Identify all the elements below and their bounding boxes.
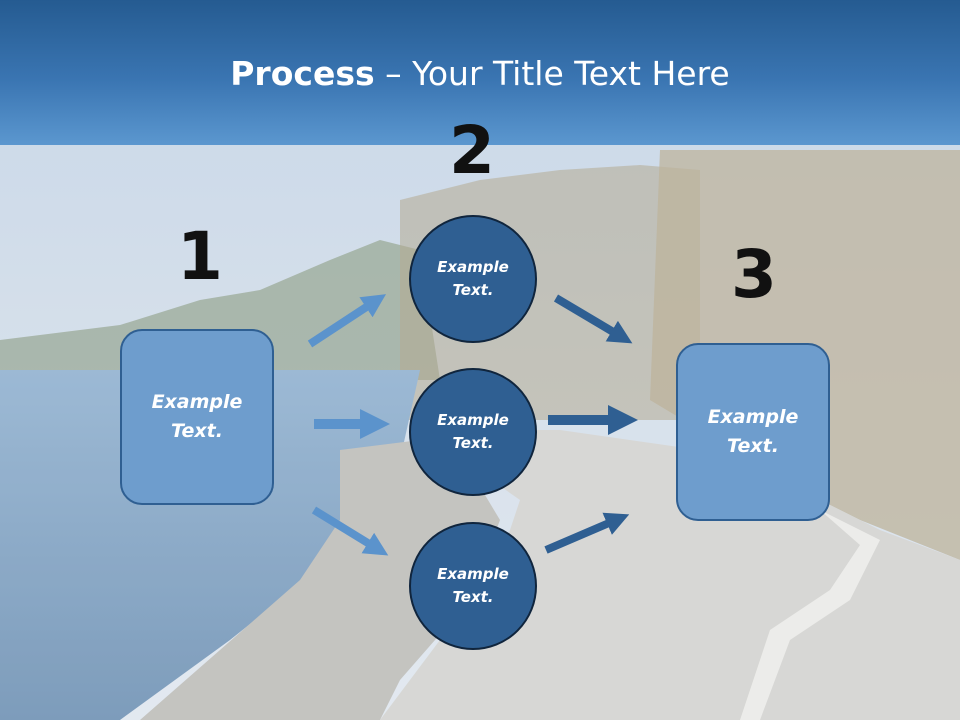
title-rest: – Your Title Text Here: [374, 54, 730, 93]
step3-box: Example Text.: [676, 343, 830, 521]
step-number-2: 2: [449, 112, 495, 189]
step3-label: Example Text.: [707, 406, 799, 457]
step1-box: Example Text.: [120, 329, 274, 505]
step-number-1: 1: [177, 218, 223, 295]
step-number-3: 3: [731, 236, 777, 313]
arrow-bottom-to-step3: [544, 512, 630, 554]
slide-title: Process – Your Title Text Here: [0, 52, 960, 96]
title-bold: Process: [230, 54, 375, 93]
step2-circle-middle: Example Text.: [409, 368, 537, 496]
circle-label: Example Text.: [437, 565, 509, 606]
arrow-top-to-step3: [553, 294, 633, 344]
circle-label: Example Text.: [437, 411, 509, 452]
step2-circle-top: Example Text.: [409, 215, 537, 343]
title-bar: [0, 0, 960, 145]
step2-circle-bottom: Example Text.: [409, 522, 537, 650]
step1-label: Example Text.: [151, 391, 243, 442]
arrow-step1-to-top: [307, 294, 387, 348]
arrow-step1-to-bottom: [311, 506, 389, 556]
circle-label: Example Text.: [437, 258, 509, 299]
